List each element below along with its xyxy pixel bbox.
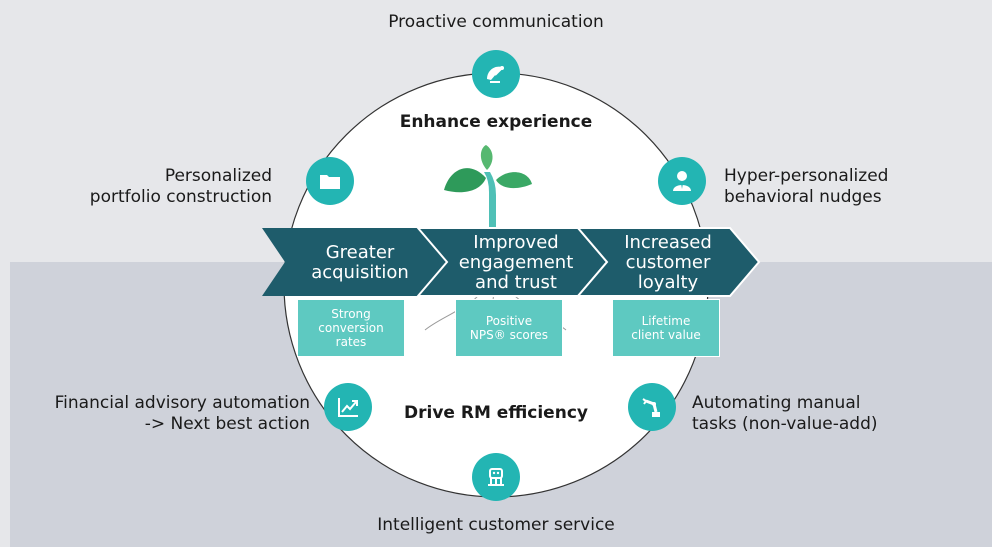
arrow-1-line-2: acquisition — [311, 262, 409, 283]
box-1-line-3: rates — [335, 335, 367, 349]
outcome-box-3: Lifetime client value — [612, 299, 720, 357]
label-right-upper: Hyper-personalized behavioral nudges — [724, 166, 924, 208]
arrow-label-3: Increased customer loyalty — [604, 233, 732, 293]
sprout-icon — [444, 145, 532, 230]
label-top: Proactive communication — [388, 12, 604, 32]
label-bottom: Intelligent customer service — [377, 515, 615, 535]
network-robot-icon — [472, 453, 520, 501]
box-1-line-2: conversion — [318, 321, 384, 335]
label-left-upper-line-2: portfolio construction — [89, 187, 272, 207]
arrow-2-line-2: engagement — [458, 252, 574, 273]
arrow-shape-3 — [575, 227, 761, 297]
label-left-lower-line-1: Financial advisory automation — [54, 393, 310, 413]
label-right-lower-line-1: Automating manual — [692, 393, 861, 413]
arrow-3-line-1: Increased — [624, 232, 712, 253]
label-right-upper-line-2: behavioral nudges — [724, 187, 882, 207]
label-left-upper: Personalized portfolio construction — [70, 166, 272, 208]
box-3-line-2: client value — [631, 328, 701, 342]
satellite-dish-icon — [472, 50, 520, 98]
outcome-box-1: Strong conversion rates — [297, 299, 405, 357]
label-left-upper-line-1: Personalized — [164, 166, 272, 186]
robot-arm-icon — [628, 383, 676, 431]
folder-icon — [306, 157, 354, 205]
arrow-label-2: Improved engagement and trust — [448, 233, 584, 293]
arrow-3-line-3: loyalty — [637, 272, 699, 293]
arrow-2-line-1: Improved — [473, 232, 559, 253]
arrow-shape-1 — [262, 228, 447, 296]
outcome-box-2: Positive NPS® scores — [455, 299, 563, 357]
arrow-1-line-1: Greater — [325, 242, 395, 263]
arrow-3-line-2: customer — [625, 252, 711, 273]
arrow-label-1: Greater acquisition — [300, 243, 420, 283]
trend-chart-icon — [324, 383, 372, 431]
label-left-lower-line-2: -> Next best action — [144, 414, 310, 434]
background-strip — [0, 262, 10, 547]
label-left-lower: Financial advisory automation -> Next be… — [10, 393, 310, 435]
arrow-2-line-3: and trust — [475, 272, 557, 293]
label-right-lower: Automating manual tasks (non-value-add) — [692, 393, 932, 435]
person-icon — [658, 157, 706, 205]
center-top-label: Enhance experience — [399, 112, 593, 132]
box-1-line-1: Strong — [331, 307, 371, 321]
label-right-lower-line-2: tasks (non-value-add) — [692, 414, 878, 434]
center-bottom-label: Drive RM efficiency — [404, 403, 588, 423]
label-right-upper-line-1: Hyper-personalized — [724, 166, 889, 186]
box-2-line-1: Positive — [485, 314, 533, 328]
box-2-line-2: NPS® scores — [469, 328, 549, 342]
box-3-line-1: Lifetime — [641, 314, 691, 328]
